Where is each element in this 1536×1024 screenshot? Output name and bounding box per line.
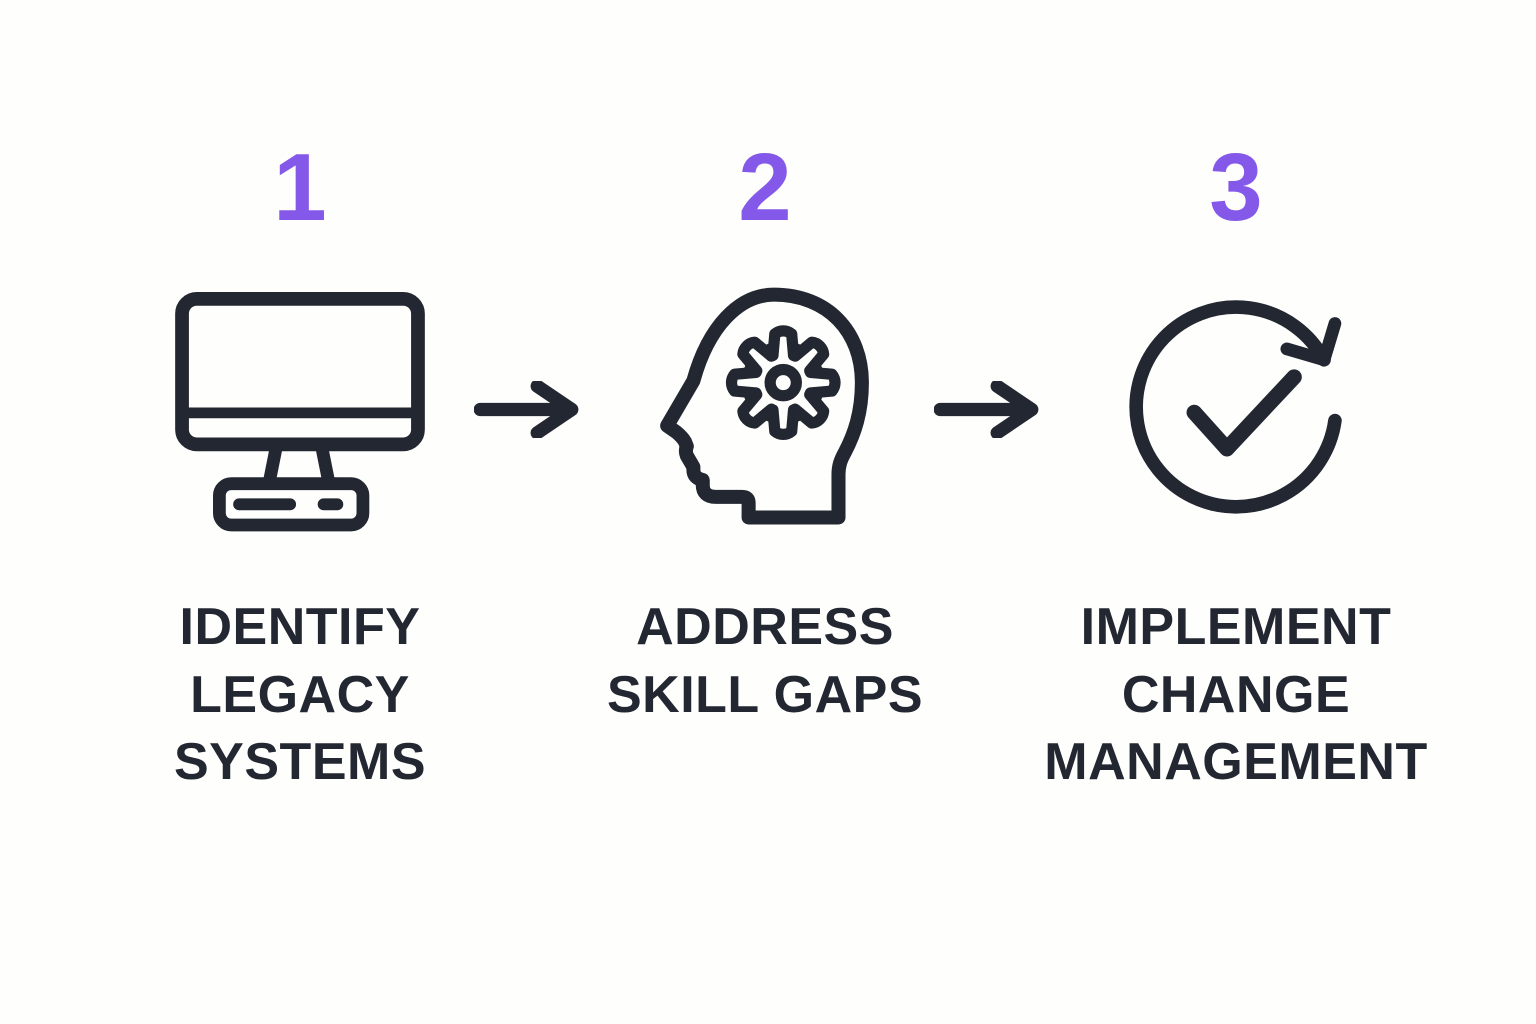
step-3: 3 IMPLEMENT CHANGE MANAGEMENT [1020, 140, 1452, 797]
right-arrow-icon [933, 379, 1040, 440]
step-1-number: 1 [273, 134, 327, 241]
head-gear-icon [655, 282, 875, 532]
step-1-label: IDENTIFY LEGACY SYSTEMS [174, 594, 426, 797]
step-3-label-line: MANAGEMENT [1044, 733, 1428, 792]
step-3-label-line: CHANGE [1121, 665, 1351, 724]
step-2: 2 [575, 140, 955, 729]
step-3-number: 3 [1209, 134, 1263, 241]
desktop-computer-icon [174, 282, 426, 532]
step-3-label-line: IMPLEMENT [1080, 598, 1392, 656]
cycle-check-icon [1118, 282, 1354, 532]
gear-glyph [725, 325, 841, 440]
step-2-label: ADDRESS SKILL GAPS [607, 594, 923, 729]
step-2-number: 2 [738, 134, 792, 241]
step-3-label: IMPLEMENT CHANGE MANAGEMENT [1044, 594, 1427, 797]
step-1-label-line: SYSTEMS [174, 733, 426, 792]
right-arrow-icon [473, 379, 580, 440]
step-1: 1 IDENTIFY LEGACY SYSTEMS [110, 140, 490, 797]
step-2-label-line: ADDRESS [636, 598, 894, 656]
step-1-label-line: LEGACY [190, 665, 410, 724]
step-1-label-line: IDENTIFY [179, 598, 421, 656]
step-2-label-line: SKILL GAPS [606, 665, 924, 724]
